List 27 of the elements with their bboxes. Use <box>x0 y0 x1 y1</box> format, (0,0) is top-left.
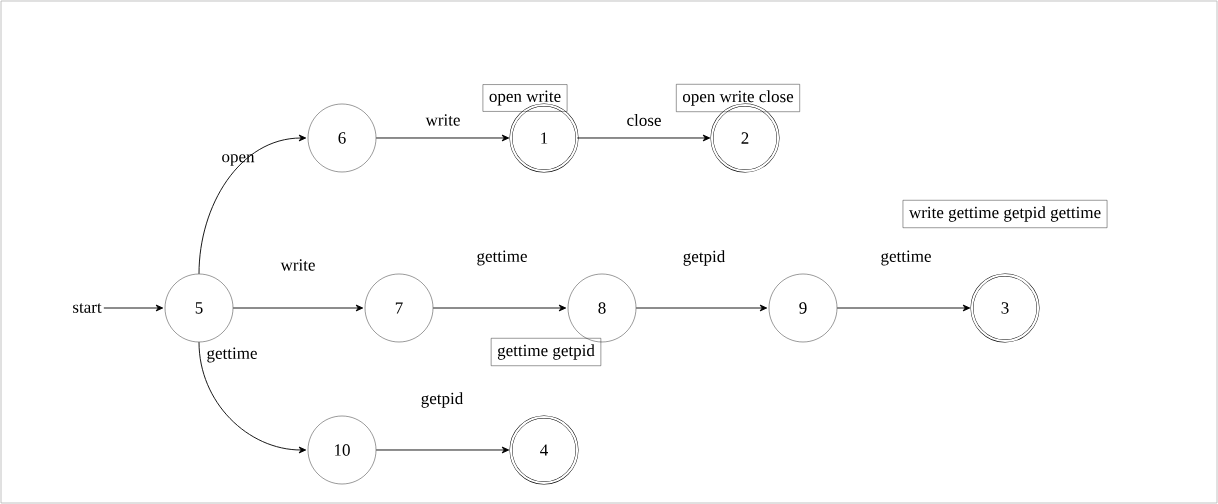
sequence-box: open write close <box>676 84 800 112</box>
arrow <box>232 304 364 312</box>
edge-label: getpid <box>683 250 726 266</box>
arrow <box>103 304 164 312</box>
arrow <box>198 341 307 454</box>
arrow <box>375 446 510 454</box>
accepting-state: 1 <box>509 103 579 173</box>
arrow <box>635 304 768 312</box>
accepting-state: 3 <box>970 273 1040 343</box>
edge-label: gettime <box>207 347 257 363</box>
edge-label: gettime <box>477 250 527 266</box>
start-label: start <box>73 303 102 313</box>
edge-label: write <box>425 114 460 126</box>
arrow <box>576 134 711 142</box>
accepting-state: 2 <box>710 103 780 173</box>
edge-label: close <box>627 114 661 126</box>
edge-label: gettime <box>881 250 931 266</box>
accepting-state: 4 <box>509 415 579 485</box>
arrow <box>198 134 307 275</box>
edge-label: getpid <box>421 392 464 408</box>
arrow <box>375 134 510 142</box>
arrow <box>836 304 971 312</box>
sequence-box: open write <box>482 84 568 112</box>
sequence-box: write gettime getpid gettime <box>902 200 1108 228</box>
edge-label: write <box>280 259 315 271</box>
sequence-box: gettime getpid <box>490 338 602 366</box>
arrow <box>432 304 567 312</box>
